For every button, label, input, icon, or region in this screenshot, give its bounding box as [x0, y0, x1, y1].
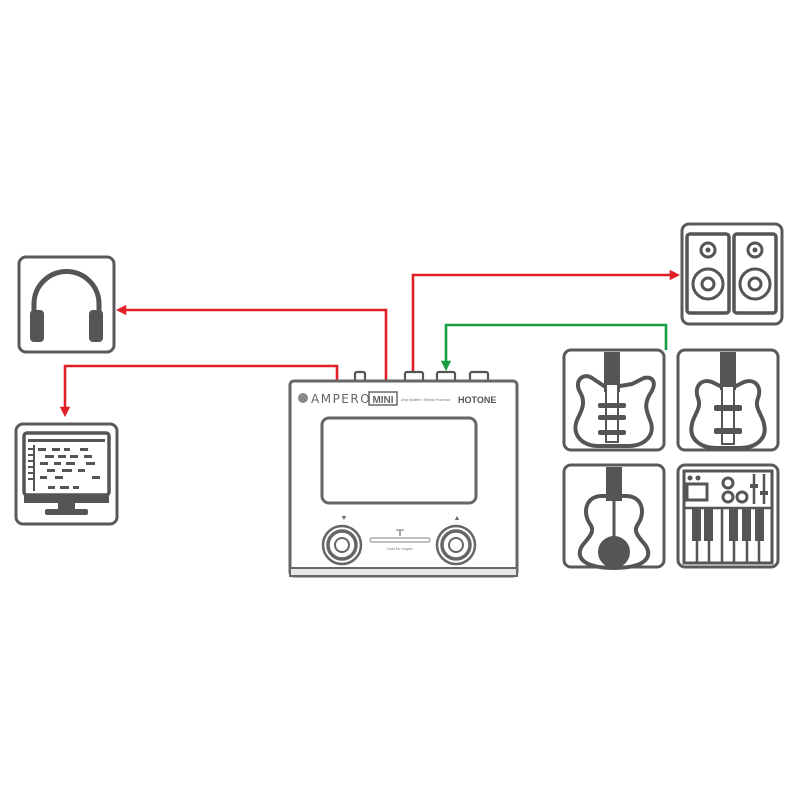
looper-indicator: hold for looper — [369, 529, 431, 551]
wire-computer — [59, 364, 339, 418]
looper-label: hold for looper — [387, 546, 413, 551]
acoustic-guitar-box — [562, 463, 666, 570]
studio-monitors-icon — [685, 232, 778, 315]
ampero-mini-device: AMPERO MINI Amp Modeler / Effects Proces… — [288, 370, 519, 578]
left-footswitch-arrow: ▼ — [341, 515, 348, 522]
synth-box — [676, 463, 780, 569]
device-brand: AMPERO — [311, 392, 371, 406]
bass-guitar-box — [676, 348, 780, 452]
acoustic-guitar-icon — [577, 467, 651, 570]
headphones-icon — [30, 269, 103, 342]
headphones-box — [17, 255, 116, 354]
connection-lines — [59, 269, 681, 418]
device-subtitle: Amp Modeler / Effects Processor — [401, 398, 451, 402]
bass-guitar-icon — [689, 352, 767, 450]
brand-logo-icon — [298, 393, 308, 403]
wire-instruments — [440, 323, 668, 372]
wire-monitors — [411, 269, 681, 375]
device-maker: HOTONE — [458, 395, 496, 405]
wire-headphones — [115, 304, 388, 380]
device-touchscreen[interactable] — [320, 416, 478, 505]
keyboard-synth-icon — [682, 469, 774, 565]
device-model: MINI — [372, 395, 393, 406]
right-footswitch[interactable] — [435, 524, 477, 566]
computer-daw-icon — [22, 431, 111, 515]
left-footswitch[interactable] — [321, 524, 363, 566]
right-footswitch-arrow: ▲ — [454, 515, 461, 522]
monitors-box — [680, 222, 784, 326]
electric-guitar-box — [562, 348, 666, 452]
computer-box — [14, 422, 119, 526]
electric-guitar-icon — [573, 352, 656, 448]
